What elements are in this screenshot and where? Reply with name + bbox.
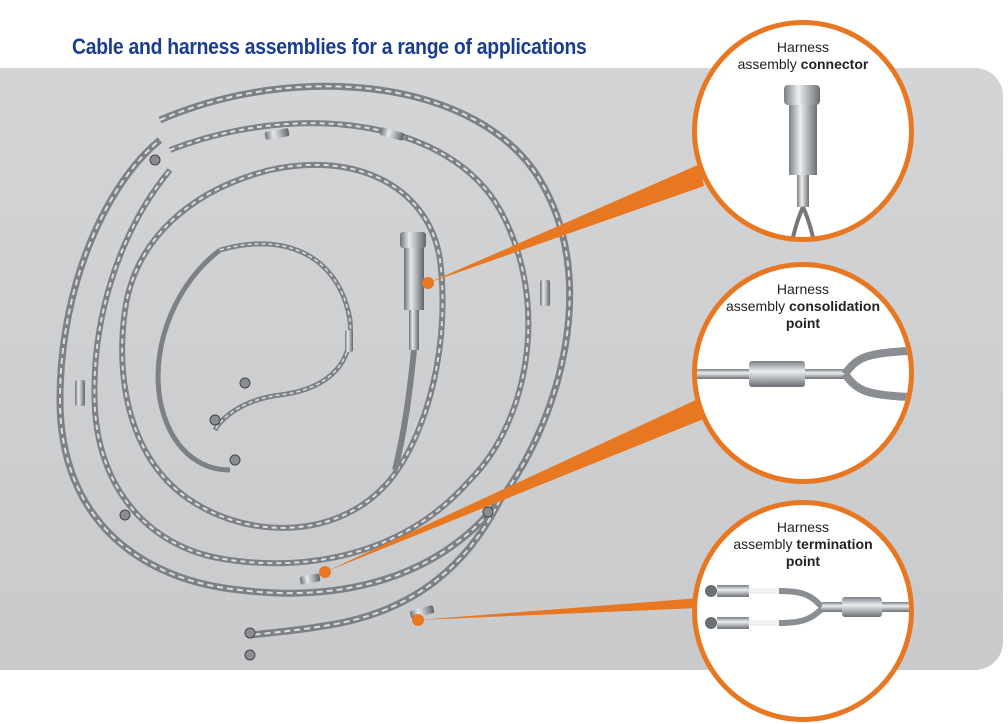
cable-tail — [249, 498, 504, 639]
callout-connector-line1: Harness — [776, 39, 830, 55]
callout-consolidation-point: Harness assembly consolidation point — [692, 262, 914, 484]
callout-connector: Harness assembly connector — [692, 20, 914, 242]
cable-inner-loop — [119, 161, 446, 531]
callout-termination-line1: Harness — [776, 519, 830, 535]
cable-outer-loop — [56, 82, 574, 597]
callout-termination-keyword: termination — [796, 536, 873, 552]
callout-termination-line2: assembly — [733, 536, 797, 552]
callout-consolidation-line3: point — [785, 315, 821, 331]
callout-pointers — [325, 164, 706, 620]
callout-connector-keyword: connector — [800, 56, 869, 72]
callout-consolidation-line1: Harness — [776, 281, 830, 297]
callout-consolidation-line2: assembly — [725, 298, 790, 314]
photo-terminals — [119, 154, 494, 661]
callout-termination-point: Harness assembly termination point — [692, 500, 914, 722]
callout-dots — [319, 277, 434, 626]
photo-connector — [392, 232, 426, 471]
connector-closeup-image — [784, 85, 820, 237]
cable-branch-loop — [155, 241, 353, 473]
consolidation-closeup-image — [697, 347, 909, 401]
callout-termination-line3: point — [785, 553, 821, 569]
callout-consolidation-keyword: consolidation — [789, 298, 881, 314]
photo-sleeves — [75, 127, 550, 619]
callout-connector-line2: assembly — [737, 56, 801, 72]
termination-closeup-image — [705, 585, 909, 629]
page-title: Cable and harness assemblies for a range… — [72, 34, 587, 59]
cable-second-loop — [91, 120, 532, 567]
